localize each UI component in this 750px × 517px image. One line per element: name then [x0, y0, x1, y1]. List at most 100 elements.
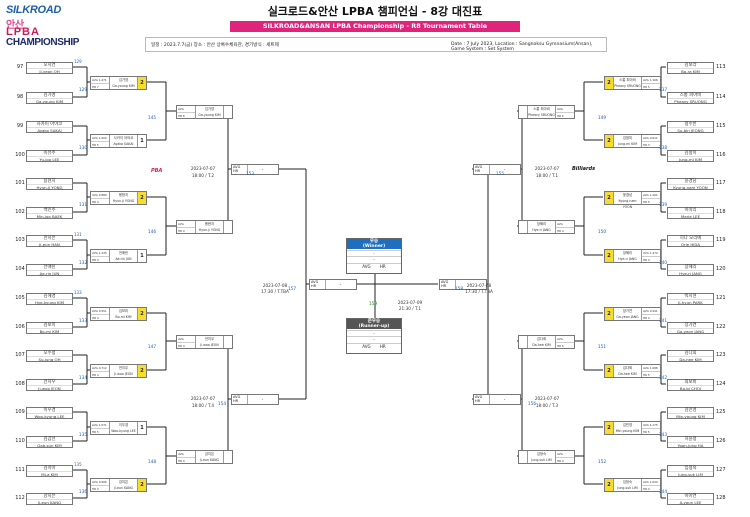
left-r64-3-en: Hyun-ji YONG — [112, 199, 135, 203]
right-match-number-152: 152 — [597, 460, 607, 465]
winner-label-kr: 우승 — [369, 239, 379, 244]
right-note-3: 2023-07-07 — [534, 396, 560, 401]
left-match-number-148: 148 — [147, 460, 157, 465]
right-r64-7-kr: 김민영 — [622, 423, 633, 427]
winner-row-2: - — [347, 256, 401, 262]
left-player-6-en: Min-joo BAEK — [27, 213, 72, 219]
right-r8-3-kr: 김다희 — [536, 337, 547, 341]
left-r64-4-score: 1 — [137, 250, 146, 262]
right-r8-3-en: Da-hee KIM — [532, 343, 551, 347]
left-r64-6-score: 2 — [137, 365, 146, 377]
left-seed-10: 106 — [15, 324, 25, 330]
winner-row-1: - — [347, 250, 401, 256]
winner-avg: AVG — [362, 264, 371, 269]
info-bar: 일정 : 2023.7.7(금) 장소 : 안산 상록수체육관, 경기방식 : … — [145, 37, 607, 52]
right-note-2: 18:00 / T.1 — [535, 173, 559, 178]
right-sf-avg: AVG — [441, 280, 449, 284]
left-qf-2-hr: HR — [233, 399, 239, 403]
left-seed-5: 101 — [15, 180, 25, 186]
left-player-14-kr: 김갑선 — [43, 437, 56, 442]
right-r8-2-kr: 장혜리 — [536, 222, 547, 226]
right-r8-2-hr: HR 4 — [556, 227, 574, 233]
left-player-14-en: Gab-sun KIM — [27, 442, 72, 448]
right-seed-13: 125 — [716, 409, 726, 415]
right-r64-2-avg: AVG 0.611 — [643, 136, 658, 140]
right-seed-14: 126 — [716, 438, 726, 444]
left-r64-2-kr: 사카이 아야코 — [113, 136, 134, 140]
right-r8-1-kr: 스롱 피아비 — [533, 107, 550, 111]
right-match-number-140: 140 — [658, 261, 668, 266]
right-r64-3-avg: AVG 1.201 — [643, 193, 658, 197]
right-r8-4-kr: 임정숙 — [536, 452, 547, 456]
left-r8-4-en: Ji-eun KANG — [199, 458, 220, 462]
final-match-number: 159 — [368, 302, 378, 307]
right-r64-2-en: Jung-mi KIM — [618, 142, 637, 146]
right-r64-6-hr: HR 5 — [642, 371, 660, 377]
left-r64-6-avg: AVG 0.712 — [92, 366, 107, 370]
left-player-2-en: Ga-young KIM — [27, 98, 72, 104]
left-r64-6-kr: 전지우 — [118, 366, 129, 370]
right-note-6: 17:30 / T.TBA — [465, 289, 493, 294]
right-player-10-kr: 장가연 — [684, 323, 697, 328]
runnerup-box: 준우승 (Runner-up) - - AVG HR — [346, 318, 402, 354]
right-r64-1-score: 2 — [605, 77, 614, 89]
right-r8-3-hr: HR 5 — [556, 342, 574, 348]
runnerup-stats: AVG HR — [347, 343, 401, 349]
left-r64-6-hr: HR 4 — [91, 371, 109, 377]
left-r8-4-hr: HR 4 — [177, 457, 195, 463]
left-qf-2-value: - — [261, 397, 264, 402]
left-r64-7-score: 1 — [137, 422, 146, 434]
left-r64-2-hr: HR 5 — [91, 141, 109, 147]
right-r64-8-kr: 임정숙 — [622, 480, 633, 484]
right-player-11-kr: 김다희 — [684, 351, 697, 356]
winner-header: 우승 (Winner) — [347, 239, 401, 249]
left-r8-2-name: 용현지 Hyun-ji YONG — [196, 221, 223, 233]
right-r64-6-en: Da-hee KIM — [618, 372, 637, 376]
right-note-4: 18:00 / T.3 — [535, 403, 559, 408]
left-r8-4-score — [223, 451, 232, 463]
right-r8-1-avg: AVG — [557, 107, 563, 111]
left-r8-2-en: Hyun-ji YONG — [198, 228, 221, 232]
runnerup-hr: HR — [379, 344, 386, 349]
runnerup-row-2: - — [347, 336, 401, 342]
left-r64-5-kr: 김보미 — [118, 309, 129, 313]
right-player-12-kr: 최보비 — [684, 380, 697, 385]
left-player-3-kr: 사카이 아야코 — [36, 122, 63, 127]
right-note-5: 2023-07-08 — [466, 283, 492, 288]
left-seed-16: 112 — [15, 495, 25, 501]
left-player-1-en: Ji-yeon OH — [27, 68, 72, 74]
logo-championship-text: CHAMPIONSHIP — [6, 37, 79, 48]
left-r64-6-en: Ji-woo JEON — [114, 372, 133, 376]
right-seed-6: 118 — [716, 209, 726, 215]
left-player-5-en: Hyun-ji YONG — [27, 184, 72, 190]
right-r64-3-hr: HR 5 — [642, 198, 660, 204]
right-match-number-139: 139 — [658, 203, 668, 208]
left-r8-2-kr: 용현지 — [204, 222, 215, 226]
left-match-number-129: 129 — [78, 88, 88, 93]
runnerup-label-kr: 준우승 — [367, 319, 381, 324]
left-r64-3-kr: 용현지 — [118, 193, 129, 197]
